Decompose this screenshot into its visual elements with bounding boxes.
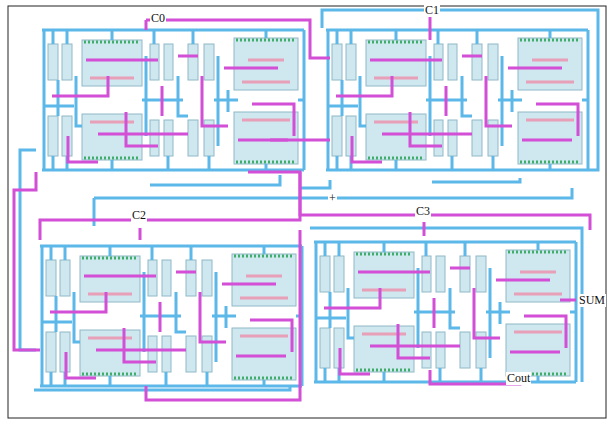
carry-label: C3 <box>415 205 431 218</box>
interconnect-poly <box>14 10 590 400</box>
operator-symbol: + <box>328 192 337 205</box>
adder-cell-2 <box>40 246 302 386</box>
adder-cell-0 <box>42 30 304 170</box>
carry-label: C2 <box>131 209 147 222</box>
adder-cell-3 <box>314 242 576 382</box>
adder-cell-1 <box>326 30 588 170</box>
frame <box>8 6 606 418</box>
signal-name: SUM <box>578 294 606 307</box>
carry-label: C0 <box>150 12 166 25</box>
carry-label: C1 <box>424 4 440 17</box>
interconnect-metal <box>20 10 598 390</box>
signal-name: Cout <box>506 372 531 385</box>
